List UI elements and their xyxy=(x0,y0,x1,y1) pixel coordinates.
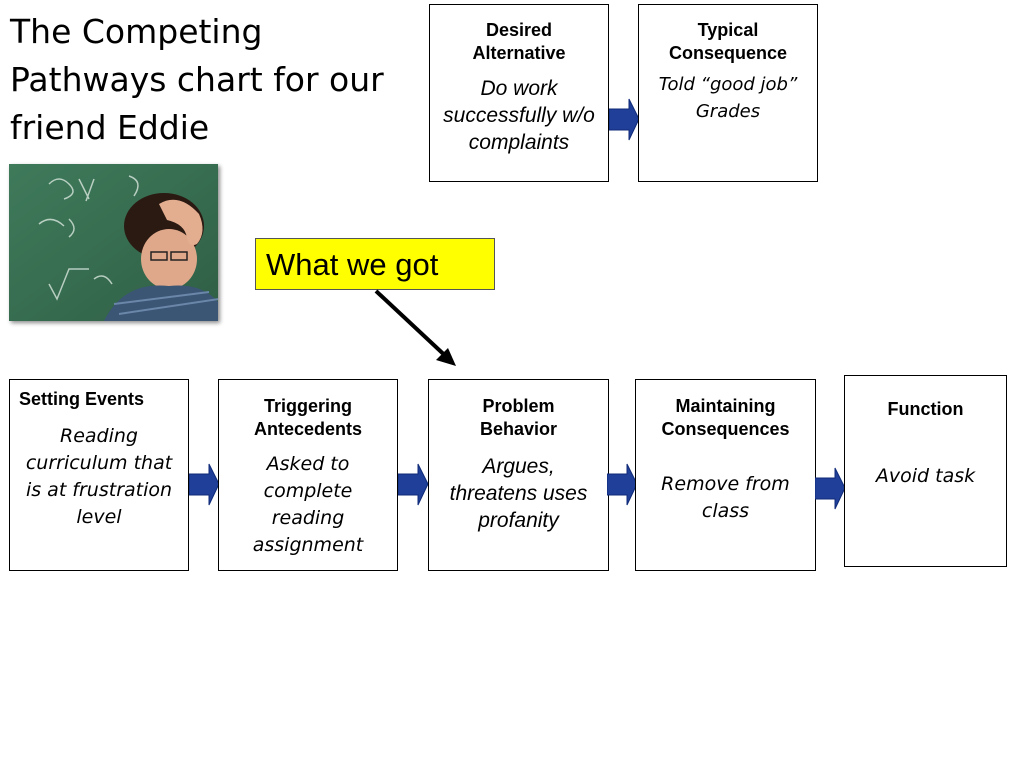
slide-title: The Competing Pathways chart for our fri… xyxy=(10,12,384,147)
function-text: Avoid task xyxy=(875,465,976,487)
triggering-antecedents-box: Triggering Antecedents Asked to complete… xyxy=(218,379,398,571)
callout-pointer-arrow xyxy=(374,289,456,366)
maintaining-consequences-box: Maintaining Consequences Remove from cla… xyxy=(635,379,816,571)
function-heading: Function xyxy=(887,399,964,419)
setting-events-box: Setting Events Reading curriculum that i… xyxy=(9,379,189,571)
maintaining-consequences-text: Remove from class xyxy=(661,473,790,522)
problem-behavior-box: Problem Behavior Argues, threatens uses … xyxy=(428,379,609,571)
setting-events-text: Reading curriculum that is at frustratio… xyxy=(25,425,173,528)
typical-consequence-text-2: Grades xyxy=(695,101,761,122)
arrow-right-icon xyxy=(607,463,637,506)
problem-behavior-heading: Problem Behavior xyxy=(479,396,558,439)
triggering-antecedents-text: Asked to complete reading assignment xyxy=(252,453,364,556)
desired-alternative-box: Desired Alternative Do work successfully… xyxy=(429,4,609,182)
problem-behavior-text: Argues, threatens uses profanity xyxy=(449,455,588,532)
typical-consequence-box: Typical Consequence Told “good job” Grad… xyxy=(638,4,818,182)
arrow-right-icon xyxy=(815,467,845,510)
desired-alternative-heading: Desired Alternative xyxy=(472,20,566,63)
arrow-right-icon xyxy=(398,463,428,506)
desired-alternative-text: Do work successfully w/o complaints xyxy=(443,77,595,154)
arrow-right-icon xyxy=(189,463,219,506)
triggering-antecedents-heading: Triggering Antecedents xyxy=(253,396,363,439)
typical-consequence-text-1: Told “good job” xyxy=(658,74,798,95)
student-photo xyxy=(9,164,218,321)
what-we-got-callout: What we got xyxy=(255,238,495,290)
maintaining-consequences-heading: Maintaining Consequences xyxy=(661,396,790,439)
typical-consequence-heading: Typical Consequence xyxy=(668,20,788,63)
setting-events-heading: Setting Events xyxy=(19,389,145,409)
function-box: Function Avoid task xyxy=(844,375,1007,567)
arrow-right-icon xyxy=(609,98,639,141)
